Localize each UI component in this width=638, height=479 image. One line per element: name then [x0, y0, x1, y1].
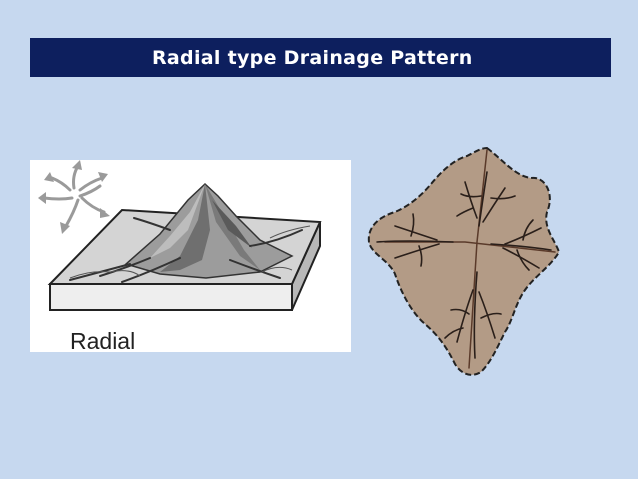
title-bar: Radial type Drainage Pattern — [30, 38, 611, 77]
slide-title: Radial type Drainage Pattern — [152, 46, 473, 69]
radial-drainage-map-svg — [367, 146, 561, 376]
drainage-basin-outline — [367, 146, 561, 376]
radial-drainage-map — [365, 142, 565, 378]
block-diagram-panel: Radial — [30, 160, 351, 354]
block-diagram — [38, 160, 322, 311]
mountain-peak — [124, 182, 294, 279]
radial-arrows-icon — [38, 160, 110, 234]
radial-caption: Radial — [70, 328, 136, 354]
